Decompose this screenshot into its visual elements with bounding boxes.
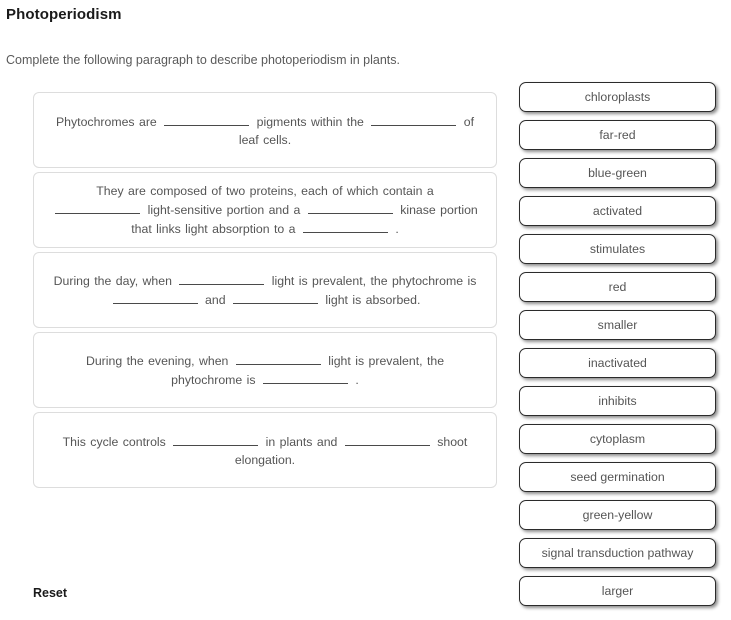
paragraph-drop-zone-list: Phytochromes are pigments within the of … [33,92,497,492]
paragraph-drop-box[interactable]: During the evening, when light is preval… [33,332,497,408]
word-tile-label: inactivated [588,356,647,370]
paragraph-drop-box[interactable]: They are composed of two proteins, each … [33,172,497,248]
word-tile[interactable]: signal transduction pathway [519,538,716,568]
answer-blank[interactable] [302,219,388,233]
answer-blank[interactable] [55,200,141,214]
answer-blank[interactable] [262,370,348,384]
word-tile-label: cytoplasm [589,432,646,446]
word-tile[interactable]: green-yellow [519,500,716,530]
word-tile-label: blue-green [588,166,647,180]
answer-blank[interactable] [235,351,321,365]
word-tile-label: smaller [597,318,638,332]
word-tile-label: activated [592,204,643,218]
word-tile[interactable]: chloroplasts [519,82,716,112]
word-tile[interactable]: far-red [519,120,716,150]
word-tile[interactable]: smaller [519,310,716,340]
word-tile[interactable]: cytoplasm [519,424,716,454]
word-tile-label: signal transduction pathway [541,546,694,560]
answer-blank[interactable] [307,200,393,214]
paragraph-text-segment: light is absorbed. [325,293,421,307]
word-tile-label: seed germination [570,470,665,484]
word-tile[interactable]: inactivated [519,348,716,378]
paragraph-text: During the day, when light is prevalent,… [50,271,480,309]
word-tile-label: stimulates [589,242,646,256]
paragraph-text-segment: During the evening, when [85,354,229,368]
instruction-text: Complete the following paragraph to desc… [6,53,400,67]
word-tile-label: larger [601,584,634,598]
answer-blank[interactable] [173,432,259,446]
paragraph-text-segment: shoot elongation. [234,434,468,467]
answer-blank[interactable] [232,290,318,304]
reset-button[interactable]: Reset [33,586,68,600]
answer-blank[interactable] [164,112,250,126]
word-tile-label: far-red [599,128,636,142]
answer-blank[interactable] [344,432,430,446]
paragraph-text-segment: of leaf cells. [238,114,474,147]
answer-blank[interactable] [112,290,198,304]
paragraph-text-segment: light-sensitive portion and a [147,203,301,217]
paragraph-drop-box[interactable]: This cycle controls in plants and shoot … [33,412,497,488]
paragraph-drop-box[interactable]: Phytochromes are pigments within the of … [33,92,497,168]
word-tile[interactable]: seed germination [519,462,716,492]
paragraph-drop-box[interactable]: During the day, when light is prevalent,… [33,252,497,328]
paragraph-text-segment: kinase portion that links light absorpti… [131,203,478,236]
word-tile[interactable]: larger [519,576,716,606]
paragraph-text-segment: . [355,373,359,387]
paragraph-text: They are composed of two proteins, each … [50,182,480,238]
paragraph-text-segment: and [205,293,226,307]
word-bank-list: chloroplasts far-red blue-green activated st… [519,82,716,614]
word-tile[interactable]: activated [519,196,716,226]
word-tile-label: inhibits [598,394,637,408]
word-tile-label: red [608,280,627,294]
paragraph-text-segment: light is prevalent, the phytochrome is [271,274,477,288]
word-tile[interactable]: stimulates [519,234,716,264]
paragraph-text-segment: During the day, when [53,274,172,288]
word-tile[interactable]: blue-green [519,158,716,188]
answer-blank[interactable] [179,271,265,285]
paragraph-text-segment: light is prevalent, the phytochrome is [171,354,445,387]
paragraph-text-segment: They are composed of two proteins, each … [96,184,434,198]
answer-blank[interactable] [371,112,457,126]
paragraph-text: Phytochromes are pigments within the of … [50,112,480,149]
paragraph-text: This cycle controls in plants and shoot … [50,432,480,469]
word-tile-label: green-yellow [582,508,653,522]
paragraph-text-segment: in plants and [265,434,338,449]
paragraph-text-segment: . [395,222,399,236]
word-tile[interactable]: inhibits [519,386,716,416]
word-tile[interactable]: red [519,272,716,302]
paragraph-text-segment: Phytochromes are [55,114,157,129]
paragraph-text: During the evening, when light is preval… [50,351,480,389]
page-title: Photoperiodism [6,6,122,23]
paragraph-text-segment: This cycle controls [62,434,166,449]
paragraph-text-segment: pigments within the [256,114,364,129]
word-tile-label: chloroplasts [584,90,651,104]
